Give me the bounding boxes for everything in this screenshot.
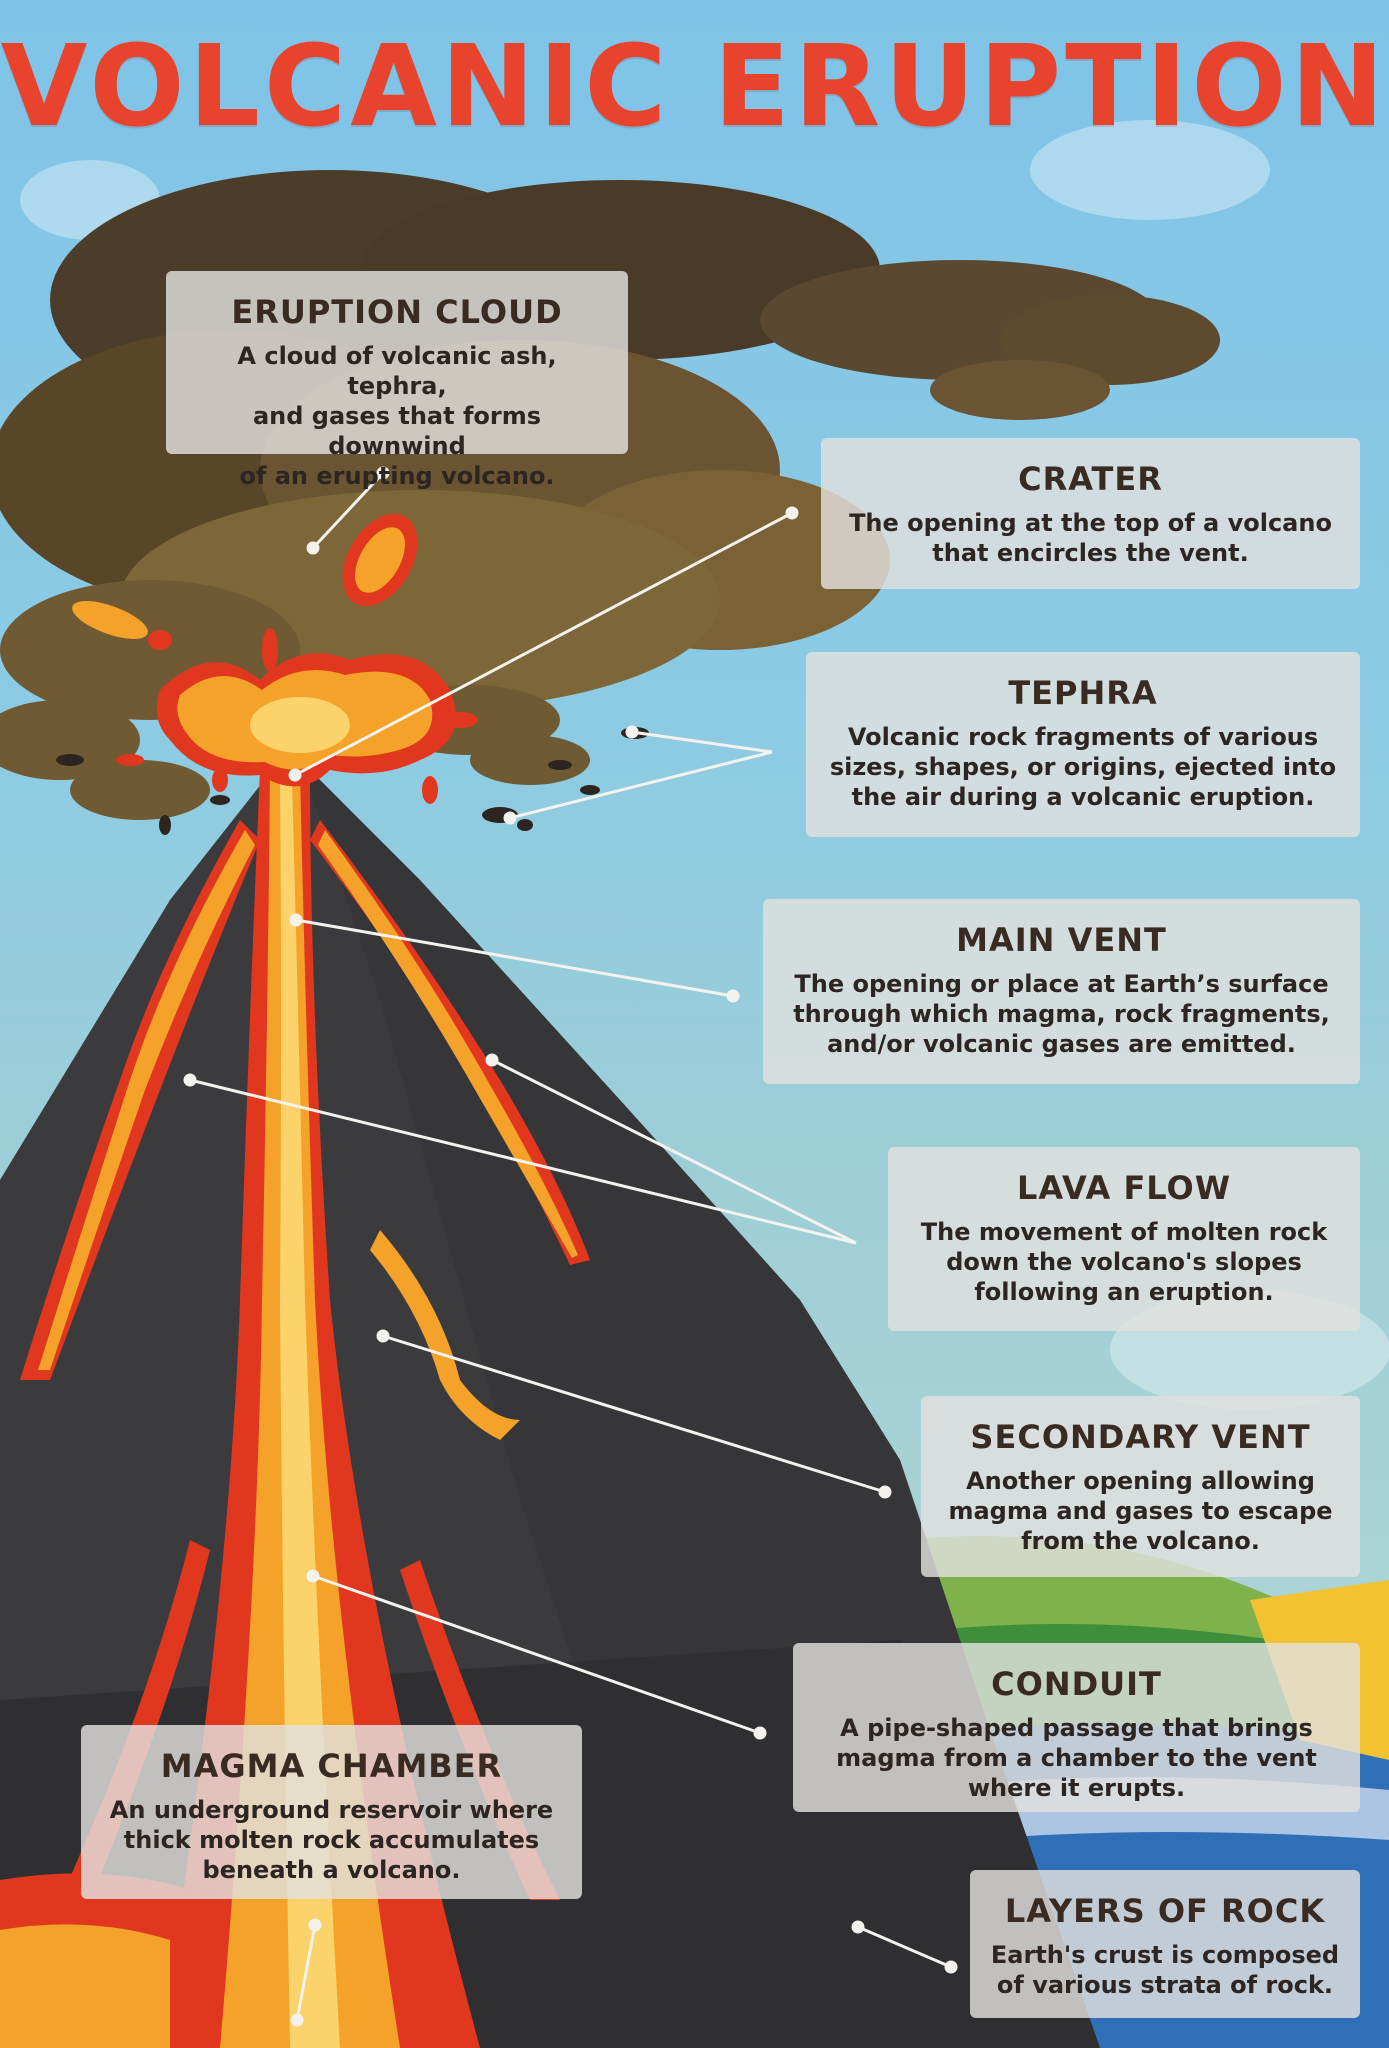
label-description: A cloud of volcanic ash, tephra, and gas… [237, 342, 557, 490]
label-title: CRATER [1018, 460, 1163, 498]
label-lava-flow: LAVA FLOW The movement of molten rock do… [888, 1147, 1360, 1331]
label-main-vent: MAIN VENT The opening or place at Earth’… [763, 899, 1360, 1084]
label-description: The opening or place at Earth’s surface … [793, 970, 1330, 1058]
label-description: Another opening allowing magma and gases… [948, 1467, 1333, 1555]
label-magma-chamber: MAGMA CHAMBER An underground reservoir w… [81, 1725, 582, 1899]
label-secondary-vent: SECONDARY VENT Another opening allowing … [921, 1396, 1360, 1577]
label-eruption-cloud: ERUPTION CLOUD A cloud of volcanic ash, … [166, 271, 628, 490]
label-description: Volcanic rock fragments of various sizes… [829, 723, 1337, 811]
label-conduit: CONDUIT A pipe-shaped passage that bring… [793, 1643, 1360, 1812]
label-layers-of-rock: LAYERS OF ROCK Earth's crust is composed… [970, 1870, 1360, 2018]
label-title: SECONDARY VENT [970, 1418, 1311, 1456]
label-title: TEPHRA [1008, 674, 1158, 712]
label-description: A pipe-shaped passage that brings magma … [836, 1714, 1317, 1802]
label-title: LAYERS OF ROCK [1004, 1892, 1326, 1930]
label-description: The movement of molten rock down the vol… [920, 1218, 1328, 1306]
label-title: MAGMA CHAMBER [160, 1747, 503, 1785]
label-title: MAIN VENT [956, 921, 1167, 959]
label-title: CONDUIT [991, 1665, 1162, 1703]
leader-lines [183, 466, 958, 2027]
label-description: The opening at the top of a volcano that… [849, 509, 1332, 567]
label-tephra: TEPHRA Volcanic rock fragments of variou… [806, 652, 1360, 837]
label-title: ERUPTION CLOUD [231, 293, 563, 331]
poster-title: VOLCANIC ERUPTION [0, 22, 1389, 152]
label-crater: CRATER The opening at the top of a volca… [821, 438, 1360, 589]
lava-burst [72, 513, 478, 804]
label-title: LAVA FLOW [1016, 1169, 1232, 1207]
label-description: An underground reservoir where thick mol… [109, 1796, 554, 1884]
label-description: Earth's crust is composed of various str… [990, 1941, 1340, 1999]
